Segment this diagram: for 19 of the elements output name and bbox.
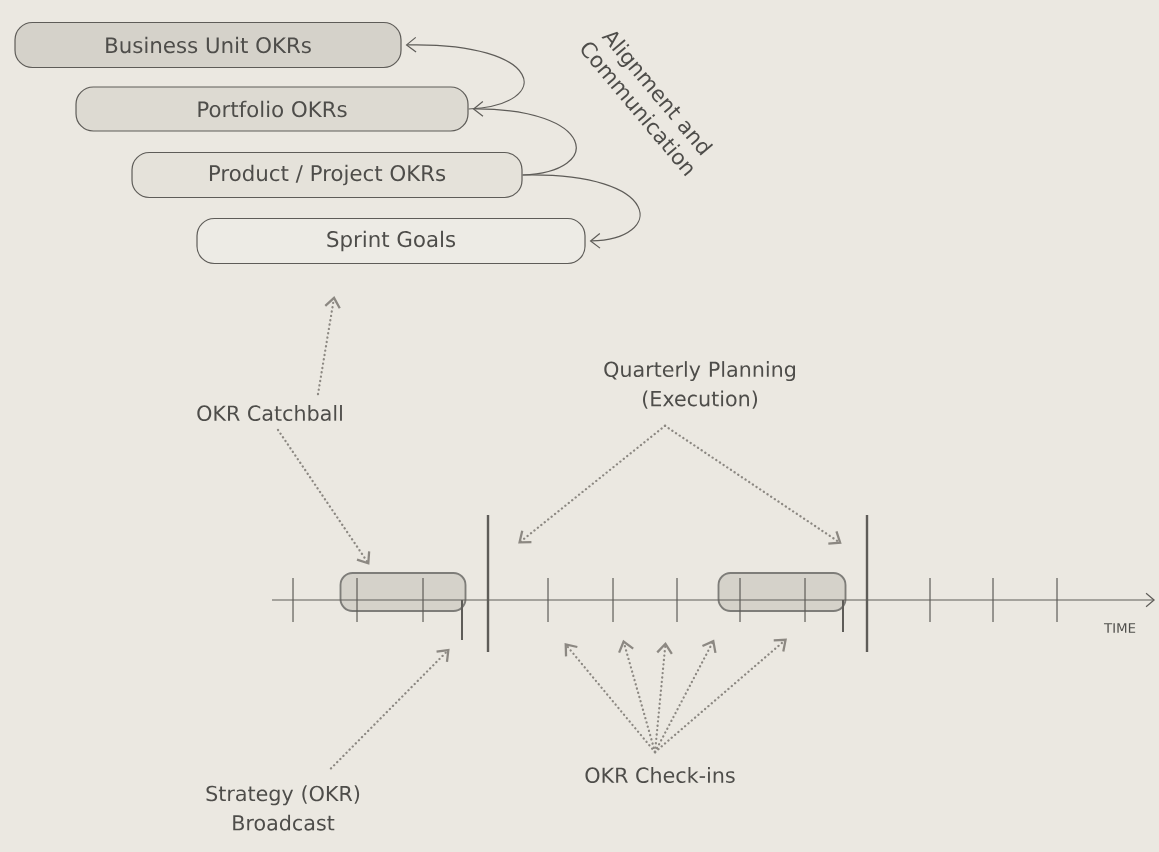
dotted-arrow — [276, 428, 371, 565]
dotted-arrow — [653, 638, 787, 754]
okr-level-box: Sprint Goals — [196, 217, 586, 265]
arrow — [522, 174, 641, 249]
axis-label: TIME — [1103, 623, 1136, 633]
arrow — [405, 36, 525, 110]
dotted-arrow — [329, 648, 450, 770]
okr-level-box: Business Unit OKRs — [14, 21, 402, 69]
shaded-block — [717, 572, 847, 612]
annotation-text: OKR Catchball — [197, 405, 342, 421]
annotation-text: OKR Check-ins — [585, 767, 735, 783]
dotted-arrow — [316, 296, 341, 396]
dotted-arrow — [663, 424, 842, 545]
okr-level-box: Product / Project OKRs — [131, 151, 523, 199]
annotation-text: Strategy (OKR) Broadcast — [206, 785, 360, 831]
arrow — [472, 100, 577, 176]
shaded-block — [339, 572, 467, 612]
annotation-text: Quarterly Planning (Execution) — [604, 361, 795, 409]
okr-level-box: Portfolio OKRs — [75, 86, 469, 132]
